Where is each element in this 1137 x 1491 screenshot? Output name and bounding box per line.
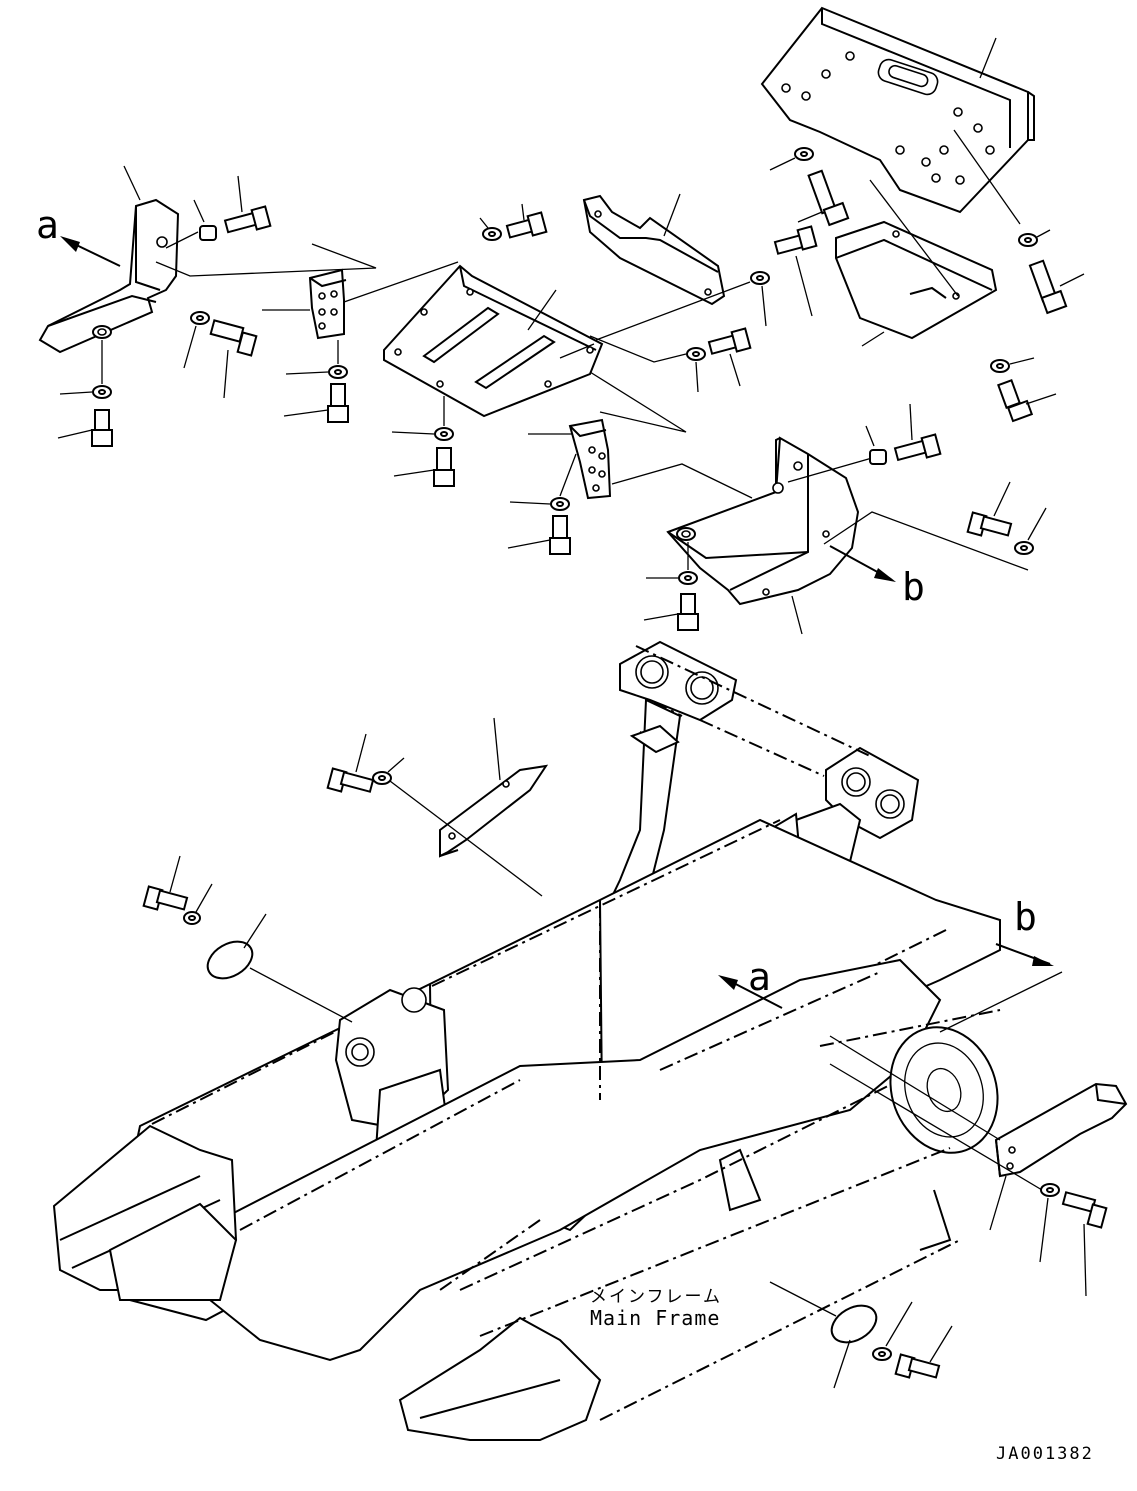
hex-bolt: [223, 175, 272, 234]
washer: [589, 335, 706, 393]
washer: [59, 340, 112, 399]
right-lower-bracket: [829, 1035, 1128, 1231]
small-hinge-bracket: [262, 261, 459, 340]
washer: [285, 340, 348, 379]
hex-bolt: [773, 225, 818, 317]
hex-bolt: [393, 447, 455, 487]
view-arrow-a-frame: [718, 975, 783, 1009]
washer: [990, 357, 1035, 373]
view-marker-b-frame: b: [1014, 895, 1037, 939]
hex-bolt: [893, 403, 942, 462]
flange-nut: [865, 425, 887, 465]
left-upper-bracket: [38, 165, 377, 354]
hex-bolt: [1061, 1191, 1108, 1297]
hex-bolt: [57, 409, 113, 447]
right-side-bracket: [666, 436, 1029, 635]
hex-bolt: [142, 855, 189, 911]
washer: [509, 453, 577, 511]
hex-bolt: [894, 1325, 953, 1379]
upper-right-mount-plate: [760, 6, 1035, 214]
upper-right-cover: [835, 179, 998, 347]
hex-bolt: [505, 203, 548, 239]
hex-bolt: [283, 383, 349, 423]
upper-center-cover: [582, 193, 751, 341]
assembly-leader-lines: [439, 904, 601, 1291]
washer: [750, 271, 770, 327]
washer: [479, 217, 502, 241]
hex-bolt: [507, 515, 571, 555]
washer: [1039, 1183, 1060, 1263]
access-cover-plate: [769, 1281, 878, 1389]
washer: [183, 883, 213, 925]
main-frame-label-jp: メインフレーム: [590, 1287, 722, 1307]
washer: [391, 396, 454, 441]
hex-bolt: [966, 481, 1013, 537]
flange-nut: [193, 199, 217, 241]
hex-bolt: [643, 593, 699, 631]
access-cover-plate: [206, 913, 353, 1023]
center-skid-plate: [383, 264, 604, 418]
view-arrow-b-frame: [939, 943, 1063, 1033]
hex-bolt: [797, 169, 850, 227]
mid-frame-bracket: [385, 717, 549, 897]
washer: [372, 757, 405, 785]
washer: [769, 147, 814, 171]
hex-bolt: [209, 319, 258, 399]
drawing-number: JA001382: [996, 1444, 1094, 1464]
view-marker-a-frame: a: [748, 955, 771, 999]
washer: [646, 542, 698, 585]
main-frame: [52, 640, 1001, 1441]
small-hinge-bracket: [528, 371, 753, 500]
hex-bolt: [997, 379, 1057, 423]
washer: [1014, 507, 1047, 555]
hex-bolt: [707, 327, 752, 387]
hex-bolt: [326, 733, 375, 793]
view-marker-b-top: b: [902, 565, 925, 609]
hex-bolt: [1028, 259, 1085, 315]
view-marker-a-top: a: [36, 203, 59, 247]
washer: [872, 1301, 913, 1361]
washer: [183, 311, 210, 369]
washer: [1018, 229, 1051, 247]
main-frame-label-en: Main Frame: [590, 1306, 721, 1330]
view-arrow-a-top: [60, 236, 121, 267]
view-arrow-b-top: [829, 545, 896, 582]
